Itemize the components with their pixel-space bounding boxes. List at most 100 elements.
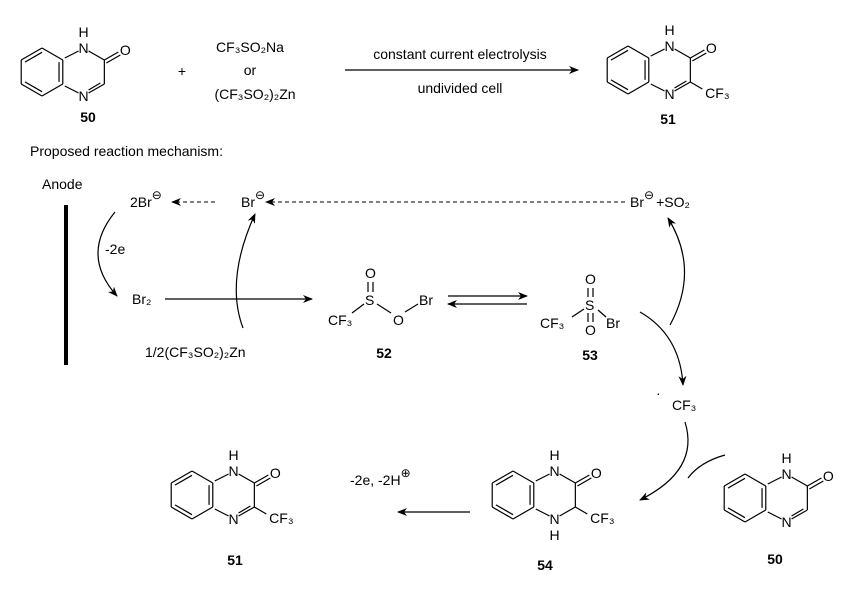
bond xyxy=(767,511,782,520)
compound-label-50: 50 xyxy=(80,109,96,125)
bond xyxy=(610,49,629,61)
bromide-released: Br⊖+SO₂ xyxy=(630,188,690,210)
atom-h: H xyxy=(782,450,792,466)
bromide-2br: 2Br⊖ xyxy=(130,188,162,210)
curved-arrow-50-join xyxy=(687,454,726,479)
group-cf3: CF₃ xyxy=(328,312,352,328)
atom-o: O xyxy=(393,312,404,328)
atom-h: H xyxy=(665,22,675,38)
bond xyxy=(64,50,79,59)
bond xyxy=(559,506,576,517)
bond xyxy=(254,474,269,484)
bond xyxy=(491,506,514,520)
atom-o: O xyxy=(270,465,281,481)
bond xyxy=(174,504,193,516)
atom-br: Br xyxy=(419,292,433,308)
trifluoromethyl-radical: CF₃ xyxy=(672,397,696,413)
atom-o: O xyxy=(585,271,596,287)
bond xyxy=(575,506,588,515)
bond xyxy=(88,82,101,91)
bond xyxy=(606,45,629,59)
reagent-or: or xyxy=(244,62,257,78)
plus-sign: + xyxy=(178,63,186,79)
bond xyxy=(577,477,592,487)
compound-label-54: 54 xyxy=(537,557,553,573)
bond xyxy=(627,81,650,95)
bond xyxy=(674,81,691,92)
atom-s: S xyxy=(585,297,594,313)
minus-2e-label: -2e xyxy=(105,241,125,257)
compound-52-structure: O S CF₃ O Br xyxy=(328,265,433,328)
bond xyxy=(512,506,535,520)
atom-o: O xyxy=(120,42,131,58)
bond xyxy=(559,473,576,484)
curved-arrow-to-br-so2 xyxy=(667,217,686,326)
bond xyxy=(495,504,514,516)
bond xyxy=(191,470,214,484)
atom-o: O xyxy=(365,265,376,281)
bond xyxy=(767,476,782,485)
bond xyxy=(88,50,105,61)
bond xyxy=(106,54,121,64)
atom-h: H xyxy=(229,447,239,463)
bond xyxy=(650,83,665,92)
atom-n: N xyxy=(79,88,89,104)
atom-s: S xyxy=(365,292,374,308)
bond xyxy=(744,473,767,487)
bond xyxy=(24,81,43,93)
bond xyxy=(610,79,629,91)
bond xyxy=(535,508,550,517)
bond xyxy=(723,473,746,487)
condition-electrolysis: constant current electrolysis xyxy=(373,46,547,62)
bromine: Br₂ xyxy=(132,291,151,307)
bond xyxy=(214,473,229,482)
atom-n: N xyxy=(665,38,675,54)
atom-o: O xyxy=(823,468,834,484)
bond xyxy=(512,470,535,484)
atom-h: H xyxy=(550,447,560,463)
anode-electrode xyxy=(64,205,68,365)
group-cf3: CF₃ xyxy=(269,510,293,526)
bond xyxy=(692,52,707,62)
atom-n: N xyxy=(782,514,792,530)
bond xyxy=(535,473,550,482)
oxidation-curved-arrow xyxy=(97,211,118,297)
group-cf3: CF₃ xyxy=(590,510,614,526)
atom-n: N xyxy=(782,466,792,482)
atom-n: N xyxy=(665,86,675,102)
bond xyxy=(674,48,691,59)
bond xyxy=(690,81,703,90)
bond xyxy=(807,477,822,487)
bond xyxy=(575,474,590,484)
bond xyxy=(104,51,119,61)
bond xyxy=(606,81,629,95)
bond xyxy=(690,49,705,59)
compound-label-51: 51 xyxy=(660,111,676,127)
bond xyxy=(238,473,255,484)
compound-53-structure: O S CF₃ Br O xyxy=(540,271,620,338)
atom-h: H xyxy=(79,24,89,40)
bond xyxy=(174,474,193,486)
anode-label: Anode xyxy=(42,176,83,192)
atom-n: N xyxy=(79,40,89,56)
bond xyxy=(20,47,43,61)
atom-n: N xyxy=(229,463,239,479)
bond xyxy=(491,470,514,484)
zn-curved-arrow xyxy=(235,213,256,329)
oxidation-label: -2e, -2H⊕ xyxy=(350,466,411,488)
atom-n: N xyxy=(550,463,560,479)
bond xyxy=(254,506,267,515)
bond xyxy=(791,508,804,517)
bond xyxy=(744,509,767,523)
atom-o: O xyxy=(591,465,602,481)
atom-o: O xyxy=(706,40,717,56)
bond xyxy=(674,80,687,89)
atom-br: Br xyxy=(606,315,620,331)
bond xyxy=(627,45,650,59)
bond xyxy=(191,506,214,520)
bond xyxy=(791,476,808,487)
